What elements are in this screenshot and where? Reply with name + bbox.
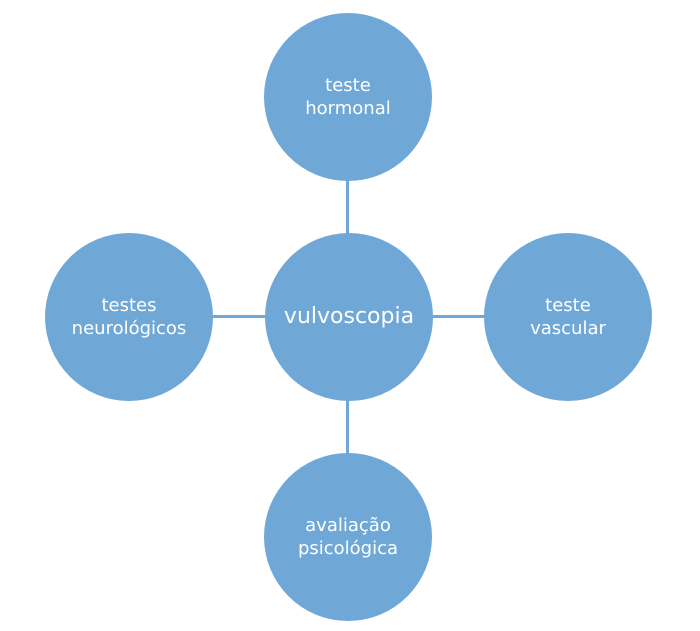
node-bottom: avaliação psicológica — [264, 453, 432, 621]
node-center: vulvoscopia — [265, 233, 433, 401]
node-center-label: vulvoscopia — [283, 304, 415, 329]
node-left: testes neurológicos — [45, 233, 213, 401]
node-right-label: teste vascular — [530, 295, 606, 339]
node-right: teste vascular — [484, 233, 652, 401]
node-top: teste hormonal — [264, 13, 432, 181]
node-top-label: teste hormonal — [305, 75, 391, 119]
node-bottom-label: avaliação psicológica — [297, 515, 399, 559]
node-left-label: testes neurológicos — [71, 295, 187, 339]
connector-left — [210, 315, 265, 318]
connector-bottom — [346, 399, 349, 454]
connector-right — [432, 315, 486, 318]
connector-top — [346, 180, 349, 234]
